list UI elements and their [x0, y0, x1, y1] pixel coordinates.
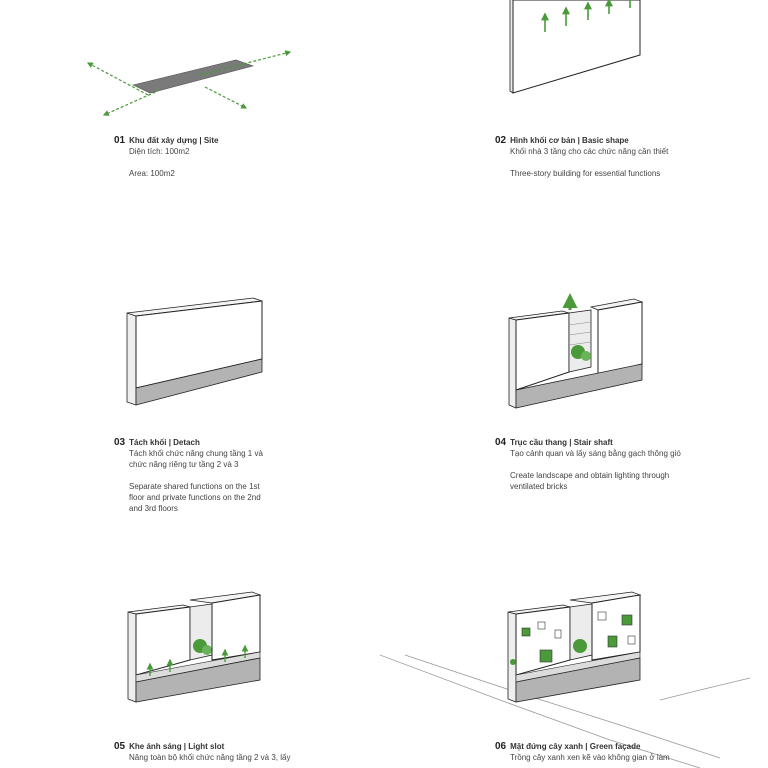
street-line	[659, 677, 751, 701]
caption-vi-line: Nâng toàn bộ khối chức năng tầng 2 và 3,…	[129, 753, 291, 762]
step-number: 04	[495, 437, 507, 448]
step-title: Khu đất xây dựng | Site	[129, 136, 219, 145]
caption-en-line: Create landscape and obtain lighting thr…	[510, 471, 670, 480]
vent-brick-line	[568, 331, 592, 336]
block-side-face	[508, 317, 517, 409]
caption-vi-line: Tạo cảnh quan và lấy sáng bằng gạch thôn…	[510, 449, 681, 458]
caption-vi-line: chức năng riêng tư tầng 2 và 3	[129, 460, 239, 469]
caption-en-line: floor and private functions on the 2nd	[129, 493, 261, 502]
step-number: 05	[114, 741, 126, 752]
caption-en-line: Three-story building for essential funct…	[510, 169, 661, 178]
caption-en-line: ventilated bricks	[510, 482, 568, 491]
block-side-face	[507, 611, 517, 703]
step-title: Tách khối | Detach	[129, 438, 200, 447]
diagram-04-stair-shaft	[508, 293, 644, 409]
tree-icon	[573, 639, 587, 653]
window-icon	[597, 611, 607, 621]
vent-brick-line	[568, 321, 592, 326]
caption-en-line: Area: 100m2	[129, 169, 175, 178]
street-line	[404, 654, 721, 759]
plant-icon	[510, 659, 516, 665]
green-window-icon	[539, 649, 553, 663]
caption-vi-line: Tách khối chức năng chung tầng 1 và	[129, 449, 263, 458]
green-window-icon	[521, 627, 531, 637]
step-title: Trục cầu thang | Stair shaft	[510, 438, 613, 447]
street-line	[379, 654, 701, 768]
diagram-03-detach	[126, 297, 263, 406]
step-title: Mặt đứng cây xanh | Green façade	[510, 742, 641, 751]
diagram-05-light-slot	[127, 591, 262, 703]
left-block-face	[515, 312, 570, 391]
diagram-01-site	[86, 50, 292, 116]
left-block-face	[135, 606, 191, 676]
tree-icon	[202, 645, 212, 655]
step-number: 03	[114, 437, 126, 448]
site-arrow-northwest	[86, 62, 149, 96]
caption-vi-line: Khối nhà 3 tầng cho các chức năng cần th…	[510, 147, 669, 156]
caption-en-line: and 3rd floors	[129, 504, 178, 513]
window-icon	[537, 621, 546, 630]
right-block-face	[211, 594, 261, 661]
diagram-06-green-facade	[379, 591, 751, 768]
stair-shaft-face	[568, 309, 592, 373]
caption-en-line: Separate shared functions on the 1st	[129, 482, 260, 491]
ground-floor-face	[515, 657, 641, 703]
ground-floor-face	[135, 657, 261, 703]
block-side-face	[127, 611, 137, 703]
block-side-face	[126, 312, 137, 406]
caption-vi-line: Trồng cây xanh xen kẽ vào không gian ở l…	[510, 753, 670, 762]
vent-brick-line	[568, 341, 592, 346]
site-arrow-southeast	[204, 86, 248, 109]
step-number: 06	[495, 741, 507, 752]
window-icon	[554, 629, 562, 639]
right-block-face	[591, 594, 641, 661]
step-number: 02	[495, 135, 507, 146]
tree-icon	[581, 351, 591, 361]
green-window-icon	[621, 614, 633, 626]
ground-floor-face	[135, 358, 263, 406]
site-arrow-southwest	[102, 89, 161, 116]
window-icon	[627, 635, 636, 645]
site-arrow-northeast	[199, 50, 292, 76]
step-number: 01	[114, 135, 126, 146]
ground-floor-face	[515, 363, 643, 409]
caption-vi-line: Diện tích: 100m2	[129, 147, 190, 156]
diagram-02-basic-shape	[509, 0, 641, 94]
step-title: Khe ánh sáng | Light slot	[129, 742, 225, 751]
green-window-icon	[607, 635, 618, 648]
block-front-face	[512, 0, 641, 94]
right-block-face	[597, 301, 643, 377]
left-block-face	[515, 606, 571, 676]
site-plot	[132, 59, 255, 94]
step-title: Hình khối cơ bản | Basic shape	[510, 136, 629, 145]
